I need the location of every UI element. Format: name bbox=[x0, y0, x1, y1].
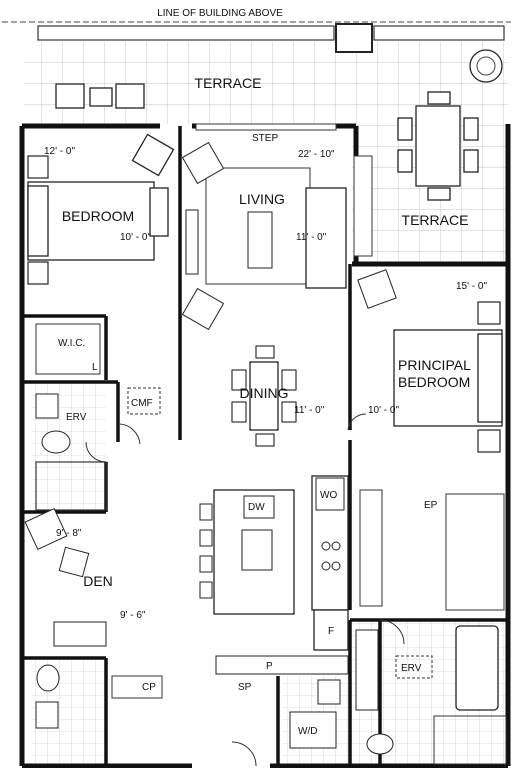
door-swings bbox=[85, 413, 405, 767]
principal-width-dim: 15' - 0" bbox=[456, 281, 487, 292]
dw-label: DW bbox=[248, 502, 265, 513]
bottom-bath-vanity bbox=[35, 701, 59, 729]
principal-closet bbox=[359, 489, 383, 607]
pantry-label: P bbox=[266, 661, 273, 672]
bar-stools bbox=[199, 503, 213, 599]
left-bath-shower bbox=[35, 461, 107, 511]
principal-nightstands bbox=[477, 301, 501, 453]
terrace-plant-icon bbox=[469, 49, 503, 83]
principal-label-1: PRINCIPAL bbox=[398, 357, 471, 373]
living-depth-dim: 11' - 0" bbox=[296, 232, 327, 243]
cmf-label: CMF bbox=[131, 398, 153, 409]
right-bath-shower bbox=[433, 715, 507, 765]
wo-label: WO bbox=[320, 490, 337, 501]
living-sofa bbox=[305, 187, 347, 289]
terrace-railing bbox=[37, 25, 335, 41]
principal-label-2: BEDROOM bbox=[398, 374, 470, 390]
living-chair-top bbox=[181, 141, 225, 185]
erv-right-box bbox=[395, 655, 433, 679]
bottom-bath-toilet bbox=[36, 664, 60, 692]
terrace-lounge bbox=[55, 83, 145, 109]
den-label: DEN bbox=[83, 573, 113, 589]
bedroom-bed bbox=[27, 181, 169, 261]
building-line-label: LINE OF BUILDING ABOVE bbox=[157, 8, 283, 19]
erv-left-label: ERV bbox=[66, 412, 87, 423]
bedroom-width-dim: 12' - 0" bbox=[44, 146, 75, 157]
erv-right-label: ERV bbox=[401, 663, 422, 674]
cooktop-icon bbox=[321, 541, 341, 571]
sp-label: SP bbox=[238, 682, 252, 693]
laundry-sink bbox=[317, 679, 341, 705]
left-bath-toilet bbox=[41, 430, 71, 454]
left-bath-vanity bbox=[35, 393, 59, 419]
den-width-dim: 9' - 6" bbox=[120, 610, 146, 621]
bedroom-label: BEDROOM bbox=[62, 208, 134, 224]
step-threshold bbox=[195, 123, 337, 131]
ep-label: EP bbox=[424, 500, 438, 511]
bedroom-nightstands bbox=[27, 155, 49, 285]
den-desk bbox=[53, 621, 107, 647]
terrace-top-label: TERRACE bbox=[195, 75, 262, 91]
bathtub bbox=[455, 625, 499, 711]
living-width-dim: 22' - 10" bbox=[298, 149, 335, 160]
fridge bbox=[313, 609, 349, 651]
wd-label: W/D bbox=[298, 726, 317, 737]
terrace-dining-set bbox=[397, 91, 479, 201]
cp-label: CP bbox=[142, 682, 156, 693]
dining-table bbox=[249, 361, 279, 431]
right-bath-vanity bbox=[355, 629, 379, 711]
ensuite-vanity-cab bbox=[445, 493, 505, 611]
cmf-box bbox=[127, 387, 161, 415]
wall-oven bbox=[315, 477, 345, 511]
bedroom-depth-dim: 10' - 0" bbox=[120, 232, 151, 243]
coat-closet bbox=[111, 675, 163, 699]
fridge-label: F bbox=[328, 626, 334, 637]
bedroom-chair bbox=[131, 133, 175, 177]
den-depth-dim: 9' - 8" bbox=[56, 528, 82, 539]
living-label: LIVING bbox=[239, 191, 285, 207]
terrace-railing-right bbox=[373, 25, 505, 41]
dining-label: DINING bbox=[240, 385, 289, 401]
terrace-right-label: TERRACE bbox=[402, 212, 469, 228]
washer-dryer bbox=[289, 711, 337, 749]
sliding-door-right bbox=[353, 155, 373, 257]
den-ottoman bbox=[58, 546, 90, 578]
kitchen-sink bbox=[241, 529, 273, 571]
principal-chair bbox=[357, 269, 397, 309]
dishwasher bbox=[243, 495, 275, 519]
right-bath-toilet bbox=[366, 733, 394, 755]
column bbox=[335, 23, 373, 53]
living-chair-bottom bbox=[181, 287, 225, 331]
principal-depth-dim: 10' - 0" bbox=[368, 405, 399, 416]
pantry bbox=[215, 655, 349, 675]
wic-shelf bbox=[35, 323, 101, 375]
dining-chairs bbox=[231, 345, 297, 447]
living-tv-console bbox=[185, 209, 199, 275]
principal-bed bbox=[393, 329, 503, 427]
dining-depth-dim: 11' - 0" bbox=[294, 405, 325, 416]
step-label: STEP bbox=[252, 133, 278, 144]
den-chair bbox=[24, 507, 68, 551]
living-coffee-table bbox=[247, 211, 273, 269]
wic-label: W.I.C. bbox=[58, 338, 85, 349]
linen-label: L bbox=[92, 362, 98, 373]
